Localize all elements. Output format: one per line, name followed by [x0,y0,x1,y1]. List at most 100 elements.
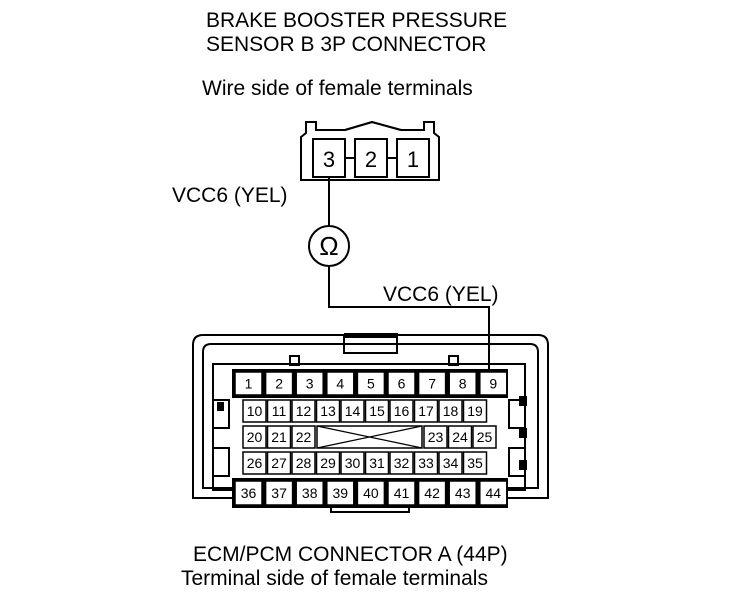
ecm-terminal-43: 43 [455,485,471,501]
sensor-title-line2: SENSOR B 3P CONNECTOR [206,33,486,56]
ecm-terminal-19: 19 [467,403,483,419]
ecm-terminal-15: 15 [369,403,385,419]
ecm-terminal-22: 22 [296,429,312,445]
ecm-terminal-5: 5 [367,376,375,392]
ecm-terminal-3: 3 [306,376,314,392]
ecm-terminal-4: 4 [336,376,344,392]
sensor-pin-1: 1 [407,147,419,172]
ecm-terminal-cell [326,371,355,396]
ecm-terminal-13: 13 [320,403,336,419]
ecm-terminal-cell [264,371,294,396]
ecm-terminal-35: 35 [467,455,483,471]
wire-bottom-label: VCC6 (YEL) [383,283,499,306]
ecm-terminal-cell [438,399,463,423]
ecm-terminal-cell [291,425,316,449]
ecm-terminal-9: 9 [489,376,497,392]
ecm-terminal-25: 25 [477,429,493,445]
ecm-terminal-28: 28 [296,455,312,471]
ecm-view-label: Terminal side of female terminals [181,567,488,590]
ecm-terminal-32: 32 [394,455,410,471]
ecm-terminal-cell [234,480,263,506]
ecm-terminal-cell [423,425,448,449]
ecm-terminal-40: 40 [363,485,379,501]
ecm-terminal-36: 36 [241,485,257,501]
ecm-terminal-7: 7 [428,376,436,392]
ecm-terminal-20: 20 [247,429,263,445]
ecm-terminal-cell [364,399,390,423]
ecm-terminal-cell [266,451,292,475]
ecm-terminal-cell [291,451,316,475]
ecm-terminal-cell [387,480,416,506]
ecm-terminal-cell [413,399,439,423]
sensor-title-line1: BRAKE BOOSTER PRESSURE [206,9,507,32]
ecm-terminal-cell [479,480,508,506]
ecm-terminal-38: 38 [302,485,318,501]
ecm-terminal-8: 8 [459,376,467,392]
ecm-terminal-cell [315,399,341,423]
ecm-terminal-cell [356,371,386,396]
ecm-terminal-18: 18 [443,403,459,419]
ecm-terminal-cell [266,425,292,449]
ecm-terminal-cell [242,425,267,449]
ecm-terminal-cell [438,451,463,475]
ecm-terminal-cell [364,451,390,475]
ecm-terminal-33: 33 [418,455,434,471]
ecm-terminal-30: 30 [345,455,361,471]
ecm-terminal-2: 2 [275,376,283,392]
ecm-terminal-cell [242,451,267,475]
ecm-terminal-16: 16 [394,403,410,419]
ecm-terminal-cell [417,480,447,506]
ecm-terminal-11: 11 [272,403,287,419]
ecm-terminal-cell [448,371,477,396]
ecm-terminal-cell [242,399,267,423]
ecm-terminal-cell [413,451,439,475]
ecm-terminal-44: 44 [486,485,502,501]
ecm-terminal-21: 21 [271,429,287,445]
ecm-terminal-6: 6 [398,376,406,392]
ecm-terminal-42: 42 [424,485,440,501]
ecm-terminal-cell [462,451,488,475]
ecm-terminal-26: 26 [247,455,263,471]
connector-lock-marks [217,396,527,470]
ecm-terminal-cell [417,371,447,396]
ecm-terminal-cell [479,371,508,396]
ecm-terminal-14: 14 [345,403,361,419]
ecm-terminal-cell [340,399,365,423]
ecm-terminal-cell [326,480,355,506]
ecm-terminal-cell [462,399,488,423]
ecm-terminal-cell [472,425,497,449]
ecm-terminal-cell [356,480,386,506]
ecm-terminal-cell [264,480,294,506]
ecm-terminal-27: 27 [271,455,287,471]
ecm-terminal-cell [234,371,263,396]
ecm-terminal-cell [291,399,316,423]
ecm-terminal-31: 31 [369,455,385,471]
ecm-terminal-37: 37 [271,485,287,501]
ecm-terminal-12: 12 [296,403,312,419]
ecm-terminal-cell [389,451,414,475]
ecm-terminal-10: 10 [247,403,263,419]
ecm-terminal-cell [295,480,324,506]
probe-lead-bottom [328,266,490,386]
ecm-terminal-39: 39 [333,485,349,501]
ecm-terminal-17: 17 [418,403,434,419]
ecm-terminal-23: 23 [428,429,444,445]
ecm-terminal-cell [340,451,365,475]
ecm-terminal-cell [266,399,292,423]
sensor-pin-2: 2 [365,147,377,172]
ecm-terminal-cell [448,480,477,506]
ecm-terminal-cell [315,451,341,475]
ecm-terminal-cell [389,399,414,423]
ohm-symbol: Ω [319,231,338,261]
ecm-blank-cross [316,425,423,449]
ecm-terminal-1: 1 [245,376,253,392]
ecm-terminal-cell [447,425,473,449]
ecm-terminal-cell [387,371,416,396]
sensor-view-label: Wire side of female terminals [202,77,473,100]
wire-top-label: VCC6 (YEL) [172,184,288,207]
ecm-terminal-24: 24 [452,429,468,445]
ecm-terminal-41: 41 [394,485,410,501]
ecm-terminal-29: 29 [320,455,336,471]
